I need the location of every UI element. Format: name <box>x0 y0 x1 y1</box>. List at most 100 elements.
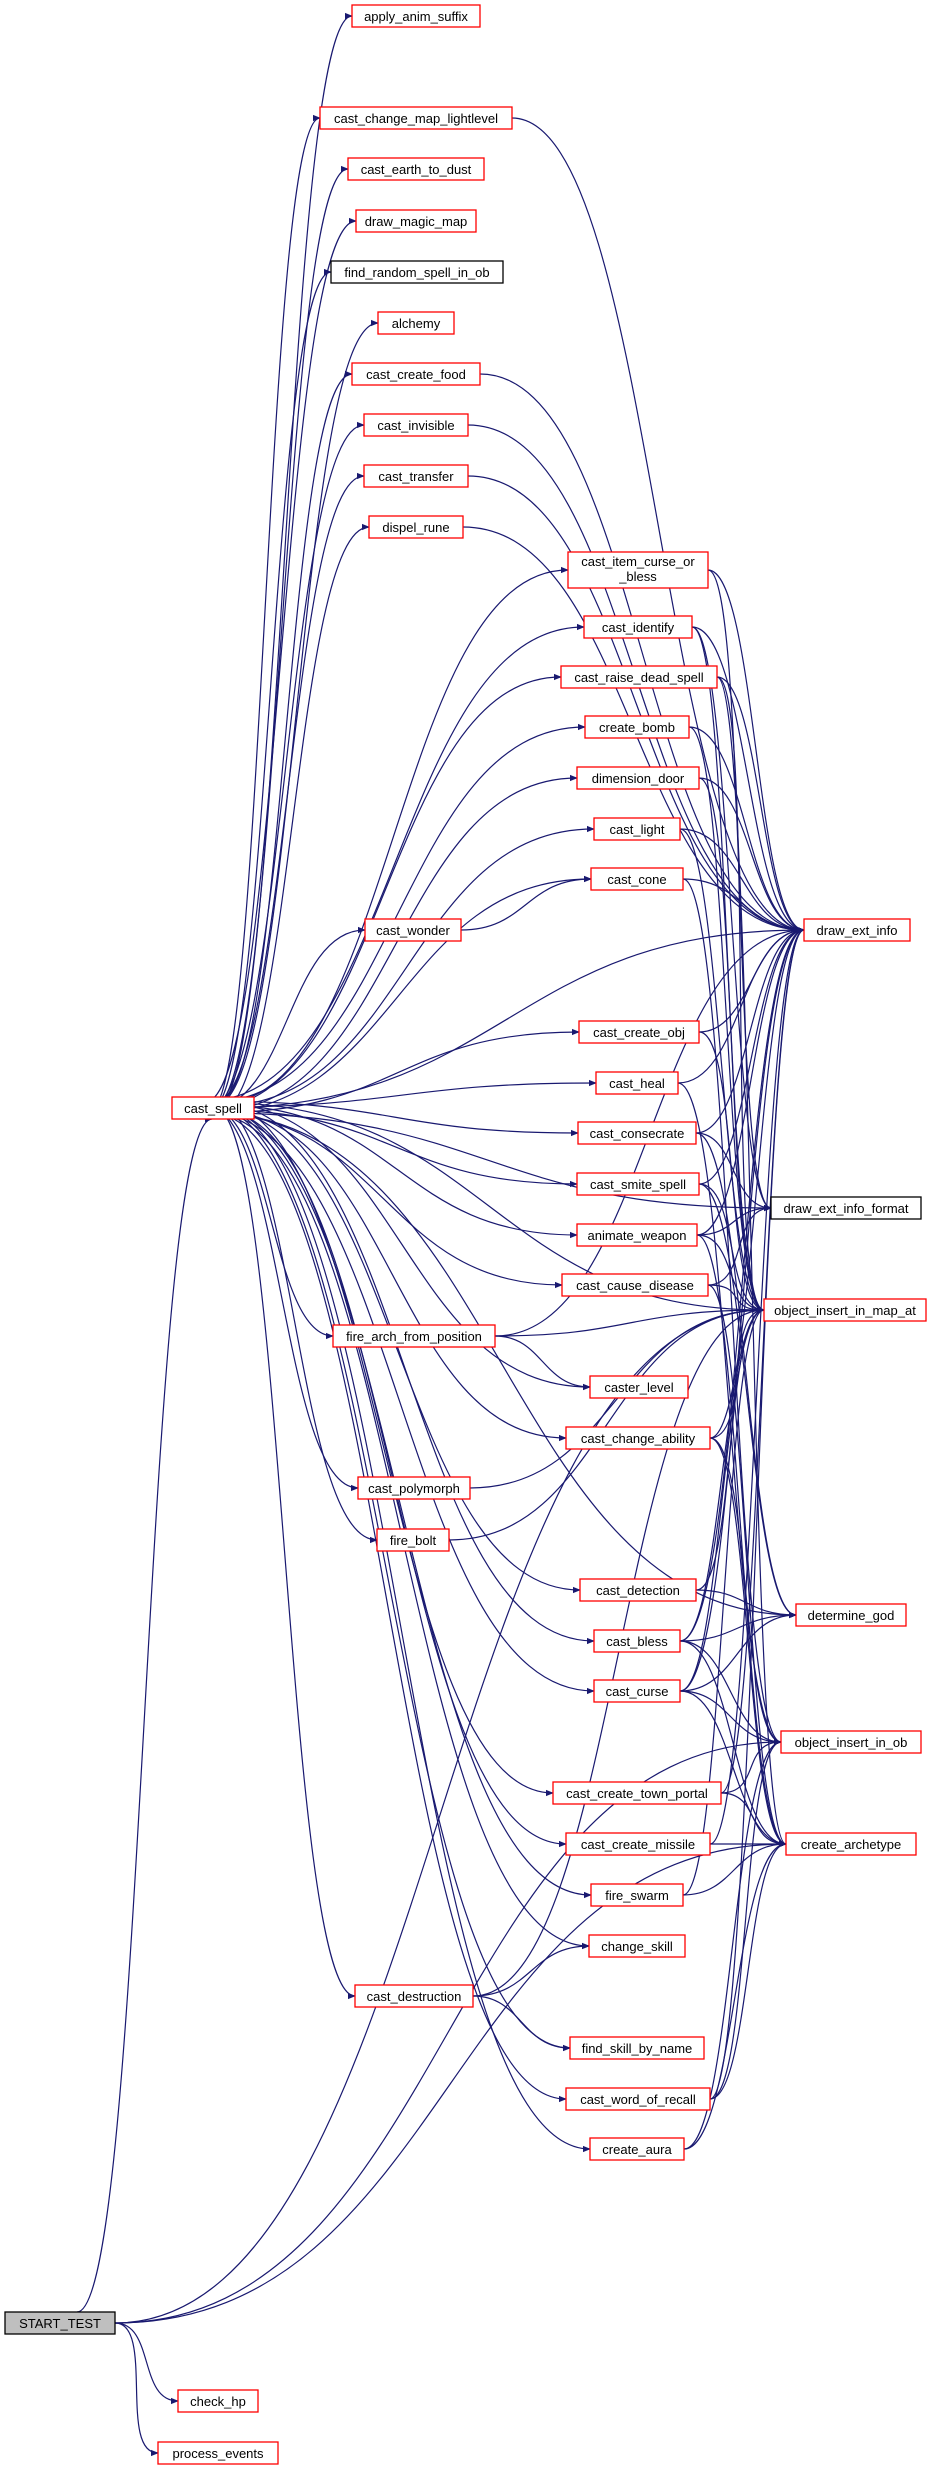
node-object_insert_in_ob[interactable]: object_insert_in_ob <box>780 1730 922 1754</box>
node-box-dimension_door[interactable] <box>576 766 700 790</box>
node-create_aura[interactable]: create_aura <box>589 2137 685 2161</box>
node-box-cast_consecrate[interactable] <box>577 1121 697 1145</box>
node-determine_god[interactable]: determine_god <box>795 1603 907 1627</box>
node-box-cast_heal[interactable] <box>595 1071 679 1095</box>
node-caster_level[interactable]: caster_level <box>589 1375 689 1399</box>
node-box-cast_light[interactable] <box>593 817 681 841</box>
node-box-process_events[interactable] <box>157 2441 279 2465</box>
node-fire_swarm[interactable]: fire_swarm <box>590 1883 684 1907</box>
node-box-cast_transfer[interactable] <box>363 464 469 488</box>
node-dimension_door[interactable]: dimension_door <box>576 766 700 790</box>
node-cast_cause_disease[interactable]: cast_cause_disease <box>561 1273 709 1297</box>
node-box-cast_change_map_lightlevel[interactable] <box>319 106 513 130</box>
node-box-cast_polymorph[interactable] <box>357 1476 471 1500</box>
node-box-cast_create_food[interactable] <box>351 362 481 386</box>
node-box-cast_cone[interactable] <box>590 867 684 891</box>
node-box-apply_anim_suffix[interactable] <box>351 4 481 28</box>
node-box-fire_arch_from_position[interactable] <box>332 1324 496 1348</box>
node-cast_create_town_portal[interactable]: cast_create_town_portal <box>552 1781 722 1805</box>
node-cast_wonder[interactable]: cast_wonder <box>364 918 462 942</box>
node-cast_word_of_recall[interactable]: cast_word_of_recall <box>565 2087 711 2111</box>
node-box-change_skill[interactable] <box>588 1934 686 1958</box>
node-box-object_insert_in_ob[interactable] <box>780 1730 922 1754</box>
node-box-cast_create_obj[interactable] <box>578 1020 700 1044</box>
node-apply_anim_suffix[interactable]: apply_anim_suffix <box>351 4 481 28</box>
node-cast_spell[interactable]: cast_spell <box>171 1096 255 1120</box>
node-box-cast_create_missile[interactable] <box>565 1832 711 1856</box>
node-draw_magic_map[interactable]: draw_magic_map <box>355 209 477 233</box>
node-check_hp[interactable]: check_hp <box>177 2389 259 2413</box>
node-fire_bolt[interactable]: fire_bolt <box>376 1528 450 1552</box>
node-animate_weapon[interactable]: animate_weapon <box>576 1223 698 1247</box>
node-box-START_TEST[interactable] <box>4 2311 116 2335</box>
node-cast_create_food[interactable]: cast_create_food <box>351 362 481 386</box>
node-cast_destruction[interactable]: cast_destruction <box>354 1984 474 2008</box>
node-cast_identify[interactable]: cast_identify <box>583 615 693 639</box>
node-cast_bless[interactable]: cast_bless <box>593 1629 681 1653</box>
node-box-create_aura[interactable] <box>589 2137 685 2161</box>
node-cast_smite_spell[interactable]: cast_smite_spell <box>576 1172 700 1196</box>
node-cast_create_missile[interactable]: cast_create_missile <box>565 1832 711 1856</box>
node-box-cast_raise_dead_spell[interactable] <box>560 665 718 689</box>
node-box-cast_create_town_portal[interactable] <box>552 1781 722 1805</box>
node-box-cast_smite_spell[interactable] <box>576 1172 700 1196</box>
node-box-cast_curse[interactable] <box>593 1679 681 1703</box>
node-cast_heal[interactable]: cast_heal <box>595 1071 679 1095</box>
node-cast_cone[interactable]: cast_cone <box>590 867 684 891</box>
node-box-cast_wonder[interactable] <box>364 918 462 942</box>
node-fire_arch_from_position[interactable]: fire_arch_from_position <box>332 1324 496 1348</box>
node-cast_change_map_lightlevel[interactable]: cast_change_map_lightlevel <box>319 106 513 130</box>
node-box-create_bomb[interactable] <box>584 715 690 739</box>
node-box-dispel_rune[interactable] <box>368 515 464 539</box>
node-cast_create_obj[interactable]: cast_create_obj <box>578 1020 700 1044</box>
node-box-cast_invisible[interactable] <box>363 413 469 437</box>
node-cast_polymorph[interactable]: cast_polymorph <box>357 1476 471 1500</box>
node-box-cast_spell[interactable] <box>171 1096 255 1120</box>
node-cast_item_curse_or_bless[interactable]: cast_item_curse_or_bless <box>567 551 709 589</box>
node-dispel_rune[interactable]: dispel_rune <box>368 515 464 539</box>
node-cast_light[interactable]: cast_light <box>593 817 681 841</box>
node-cast_earth_to_dust[interactable]: cast_earth_to_dust <box>347 157 485 181</box>
node-box-cast_change_ability[interactable] <box>565 1426 711 1450</box>
node-box-draw_ext_info_format[interactable] <box>770 1196 922 1220</box>
node-box-cast_bless[interactable] <box>593 1629 681 1653</box>
node-box-draw_ext_info[interactable] <box>803 918 911 942</box>
node-box-find_random_spell_in_ob[interactable] <box>330 260 504 284</box>
node-draw_ext_info_format[interactable]: draw_ext_info_format <box>770 1196 922 1220</box>
node-draw_ext_info[interactable]: draw_ext_info <box>803 918 911 942</box>
node-box-alchemy[interactable] <box>377 311 455 335</box>
node-change_skill[interactable]: change_skill <box>588 1934 686 1958</box>
node-object_insert_in_map_at[interactable]: object_insert_in_map_at <box>763 1298 927 1322</box>
node-box-cast_cause_disease[interactable] <box>561 1273 709 1297</box>
node-box-cast_item_curse_or_bless[interactable] <box>567 551 709 589</box>
node-box-cast_word_of_recall[interactable] <box>565 2087 711 2111</box>
node-create_archetype[interactable]: create_archetype <box>785 1832 917 1856</box>
node-box-determine_god[interactable] <box>795 1603 907 1627</box>
node-cast_raise_dead_spell[interactable]: cast_raise_dead_spell <box>560 665 718 689</box>
node-START_TEST[interactable]: START_TEST <box>4 2311 116 2335</box>
node-box-fire_bolt[interactable] <box>376 1528 450 1552</box>
node-cast_consecrate[interactable]: cast_consecrate <box>577 1121 697 1145</box>
node-cast_detection[interactable]: cast_detection <box>579 1578 697 1602</box>
node-box-cast_identify[interactable] <box>583 615 693 639</box>
node-box-check_hp[interactable] <box>177 2389 259 2413</box>
node-box-cast_detection[interactable] <box>579 1578 697 1602</box>
node-box-find_skill_by_name[interactable] <box>569 2036 705 2060</box>
node-process_events[interactable]: process_events <box>157 2441 279 2465</box>
node-cast_invisible[interactable]: cast_invisible <box>363 413 469 437</box>
node-cast_transfer[interactable]: cast_transfer <box>363 464 469 488</box>
node-box-fire_swarm[interactable] <box>590 1883 684 1907</box>
node-box-cast_earth_to_dust[interactable] <box>347 157 485 181</box>
node-box-animate_weapon[interactable] <box>576 1223 698 1247</box>
node-cast_change_ability[interactable]: cast_change_ability <box>565 1426 711 1450</box>
node-find_skill_by_name[interactable]: find_skill_by_name <box>569 2036 705 2060</box>
node-box-create_archetype[interactable] <box>785 1832 917 1856</box>
node-box-draw_magic_map[interactable] <box>355 209 477 233</box>
node-box-object_insert_in_map_at[interactable] <box>763 1298 927 1322</box>
node-alchemy[interactable]: alchemy <box>377 311 455 335</box>
node-box-cast_destruction[interactable] <box>354 1984 474 2008</box>
node-create_bomb[interactable]: create_bomb <box>584 715 690 739</box>
node-cast_curse[interactable]: cast_curse <box>593 1679 681 1703</box>
node-find_random_spell_in_ob[interactable]: find_random_spell_in_ob <box>330 260 504 284</box>
node-box-caster_level[interactable] <box>589 1375 689 1399</box>
